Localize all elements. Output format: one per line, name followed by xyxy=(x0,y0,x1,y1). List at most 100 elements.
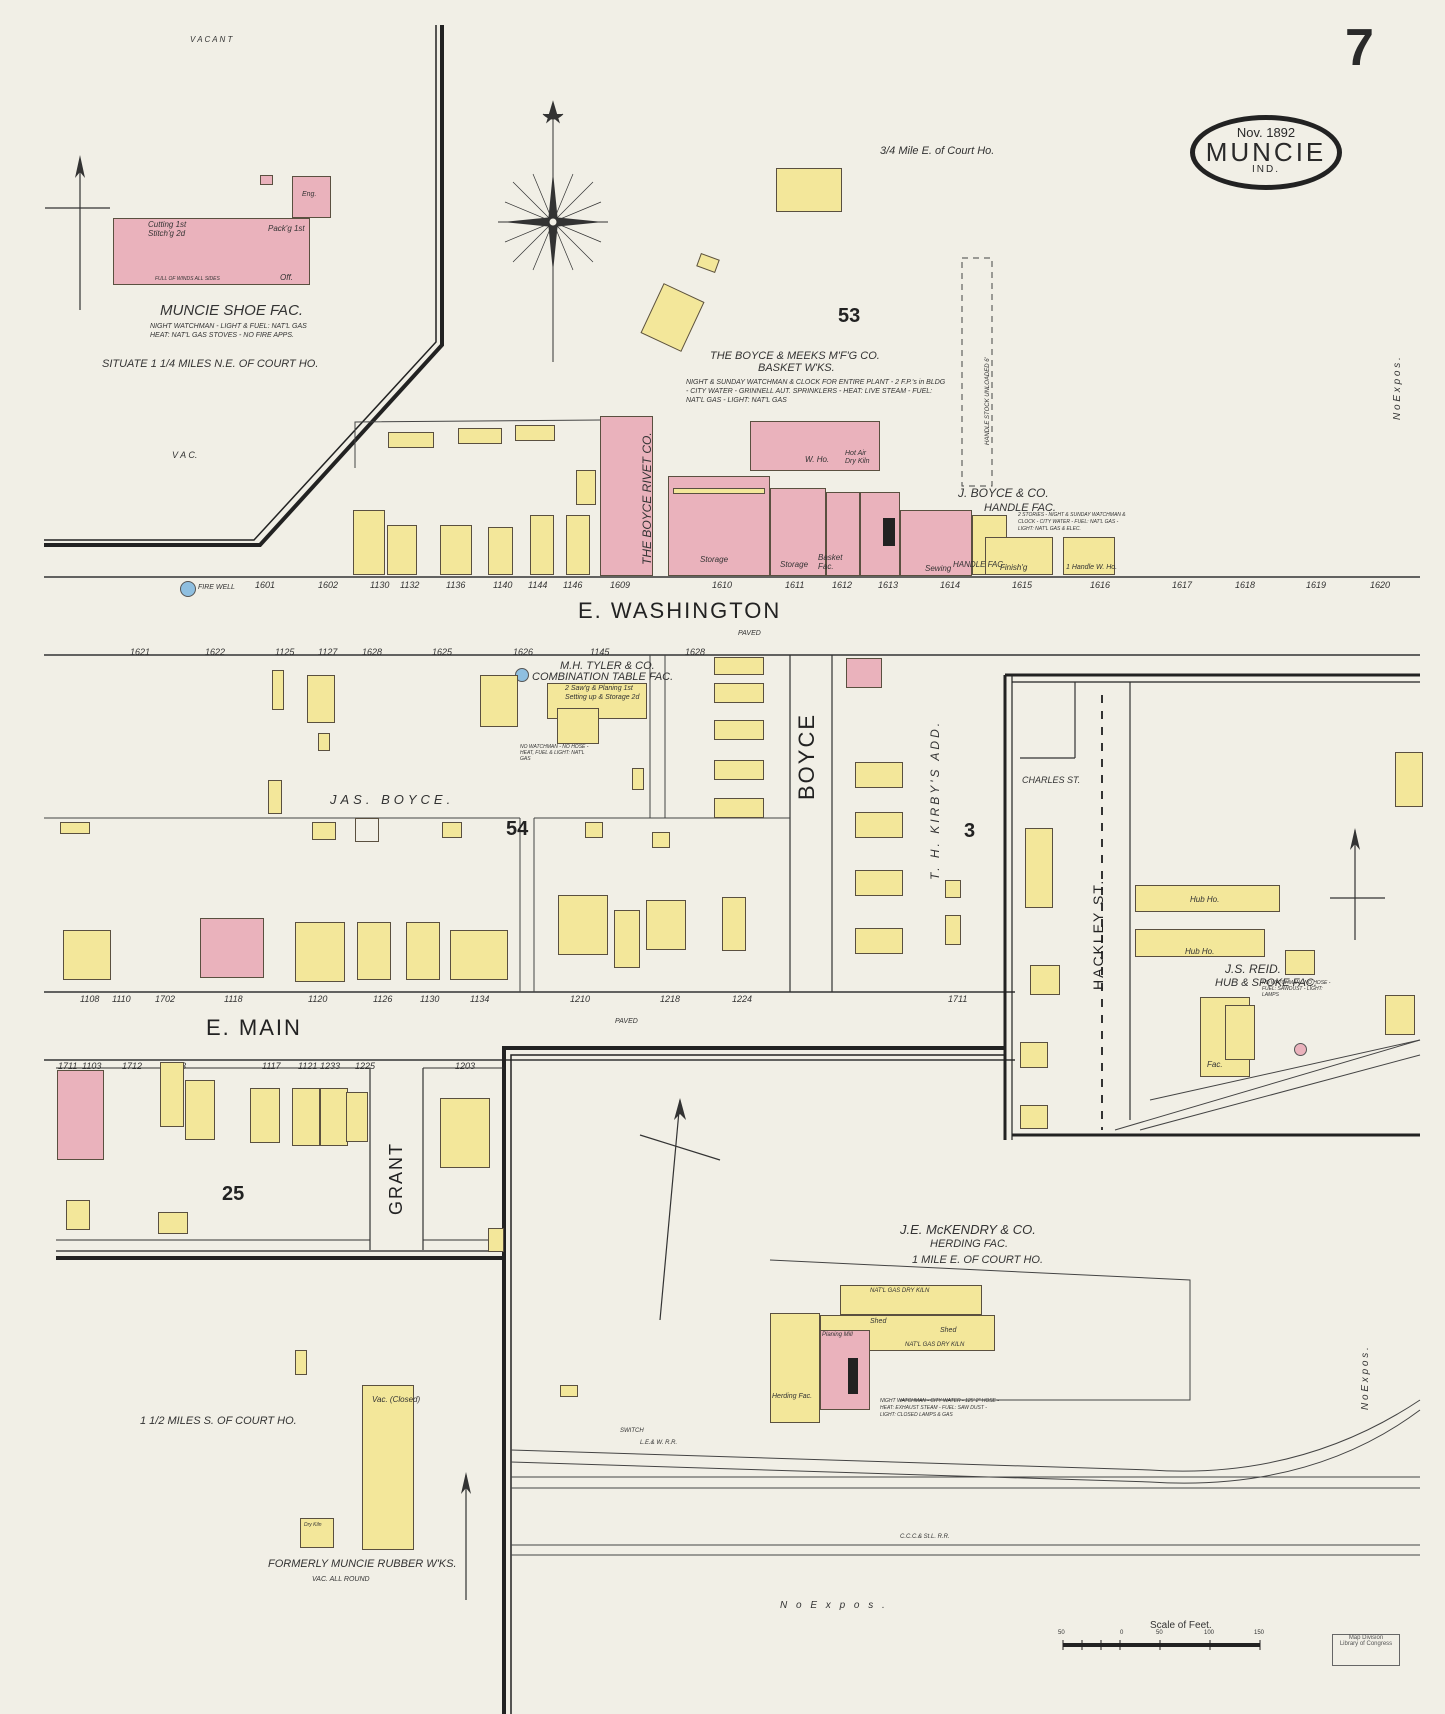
reid-subtitle: HUB & SPOKE FAC. xyxy=(1215,977,1317,989)
dwelling xyxy=(440,525,472,575)
room-label: NAT'L GAS DRY KILN xyxy=(870,1288,930,1294)
barn xyxy=(1030,965,1060,995)
scale-bar xyxy=(1062,1640,1261,1650)
scale-tick: 50 xyxy=(1058,1630,1065,1636)
outbuilding xyxy=(945,880,961,898)
dwelling xyxy=(614,910,640,968)
spoke-dry-kiln-building xyxy=(1285,950,1315,975)
dwelling xyxy=(295,922,345,982)
dwelling xyxy=(714,657,764,675)
room-label: Cutting 1st xyxy=(148,220,187,229)
address-number: 1625 xyxy=(432,647,453,657)
address-number: 1117 xyxy=(262,1061,281,1071)
room-label: Basket Fac. xyxy=(818,553,843,571)
refuse-burner-icon xyxy=(1294,1043,1307,1056)
dwelling xyxy=(855,928,903,954)
room-label: FULL OF WINDS ALL SIDES xyxy=(155,276,220,282)
outbuilding xyxy=(295,1350,307,1375)
address-number: 1136 xyxy=(446,580,466,590)
muncie-shoe-note: HEAT: NAT'L GAS STOVES - NO FIRE APPS. xyxy=(150,332,294,339)
address-number: 1146 xyxy=(563,580,583,590)
scale-tick: 0 xyxy=(1120,1630,1124,1636)
herding-factory-building xyxy=(770,1313,820,1423)
no-expos-bottom: N o E x p o s . xyxy=(780,1600,888,1611)
room-label: Hub Ho. xyxy=(1185,947,1215,956)
boarding-house-building xyxy=(57,1070,104,1160)
address-number: 1711 xyxy=(948,994,968,1004)
kirby-add-label: T. H. KIRBY'S ADD. xyxy=(928,719,942,880)
dwelling xyxy=(1025,828,1053,908)
address-number: 1118 xyxy=(224,994,243,1004)
dwelling xyxy=(292,1088,320,1146)
dwelling xyxy=(530,515,554,575)
hub-house-building xyxy=(1135,929,1265,957)
street-grant: GRANT xyxy=(386,1142,406,1215)
block-number: 25 xyxy=(222,1183,245,1205)
outbuilding xyxy=(442,822,462,838)
address-number: 1203 xyxy=(455,1061,476,1071)
rubber-works-name: FORMERLY MUNCIE RUBBER W'KS. xyxy=(268,1558,457,1570)
outbuilding xyxy=(312,822,336,840)
compass-rose-icon xyxy=(498,100,608,362)
boyce-meeks-name: THE BOYCE & MEEKS M'F'G CO. xyxy=(710,350,880,362)
warehouse-building xyxy=(776,168,842,212)
stamp-line: Map Division xyxy=(1348,1635,1384,1641)
dwelling xyxy=(566,515,590,575)
room-label: Storage xyxy=(780,560,809,569)
room-label: HANDLE FAC. xyxy=(953,560,1006,569)
dwelling xyxy=(353,510,385,575)
side-light xyxy=(673,488,765,494)
outbuilding xyxy=(318,733,330,751)
room-label: Pack'g 1st xyxy=(268,224,305,233)
mckendry-location: 1 MILE E. OF COURT HO. xyxy=(912,1254,1044,1266)
engine-house-building xyxy=(292,176,331,218)
sewing-building xyxy=(900,510,972,576)
room-label: Hub Ho. xyxy=(1190,895,1220,904)
room-label: Storage xyxy=(700,555,729,564)
address-number: 1612 xyxy=(832,580,853,590)
handle-stock-label: HANDLE STOCK UNLOADED 6' xyxy=(985,357,991,445)
finishing-building xyxy=(985,537,1053,575)
room-label: Shed xyxy=(870,1318,887,1325)
dwelling xyxy=(450,930,508,980)
address-number: 1628 xyxy=(362,647,383,657)
address-number: 1218 xyxy=(660,994,681,1004)
room-label: Sewing xyxy=(925,564,952,573)
mckendry-name: J.E. McKENDRY & CO. xyxy=(900,1222,1036,1237)
muncie-shoe-name: MUNCIE SHOE FAC. xyxy=(160,302,304,319)
address-number: 1132 xyxy=(400,580,420,590)
reid-name: J.S. REID. xyxy=(1225,962,1282,976)
dwelling xyxy=(646,900,686,950)
dwelling xyxy=(714,720,764,740)
dwelling xyxy=(387,525,417,575)
address-number: 1711 xyxy=(58,1061,78,1071)
warehouse-building xyxy=(750,421,880,471)
dwelling xyxy=(250,1088,280,1143)
address-number: 1134 xyxy=(470,994,490,1004)
dwelling xyxy=(855,762,903,788)
library-stamp: Map Division Library of Congress xyxy=(1332,1634,1400,1666)
scale-tick: 150 xyxy=(1254,1630,1265,1636)
mckendry-subtitle: HERDING FAC. xyxy=(930,1238,1009,1250)
room-label: Fac. xyxy=(1207,1060,1223,1069)
scale-title: Scale of Feet. xyxy=(1150,1620,1212,1631)
engine-house-building xyxy=(557,708,599,744)
address-number: 1613 xyxy=(878,580,899,590)
room-label: Herding Fac. xyxy=(772,1393,813,1400)
dwelling xyxy=(488,527,513,575)
rubber-works-note: VAC. ALL ROUND xyxy=(312,1576,370,1583)
dwelling xyxy=(440,1098,490,1168)
room-label: Shed xyxy=(940,1327,957,1334)
address-number: 1616 xyxy=(1090,580,1111,590)
address-number: 1601 xyxy=(255,580,276,590)
tyler-subtitle: COMBINATION TABLE FAC. xyxy=(532,671,674,683)
address-number: 1609 xyxy=(610,580,631,590)
basket-factory-building xyxy=(826,492,860,576)
switch-label: SWITCH xyxy=(620,1428,644,1434)
address-number: 1108 xyxy=(80,994,100,1004)
planing-mill-building xyxy=(820,1330,870,1410)
distance-label: 3/4 Mile E. of Court Ho. xyxy=(880,145,995,157)
state-name: IND. xyxy=(1252,164,1280,175)
